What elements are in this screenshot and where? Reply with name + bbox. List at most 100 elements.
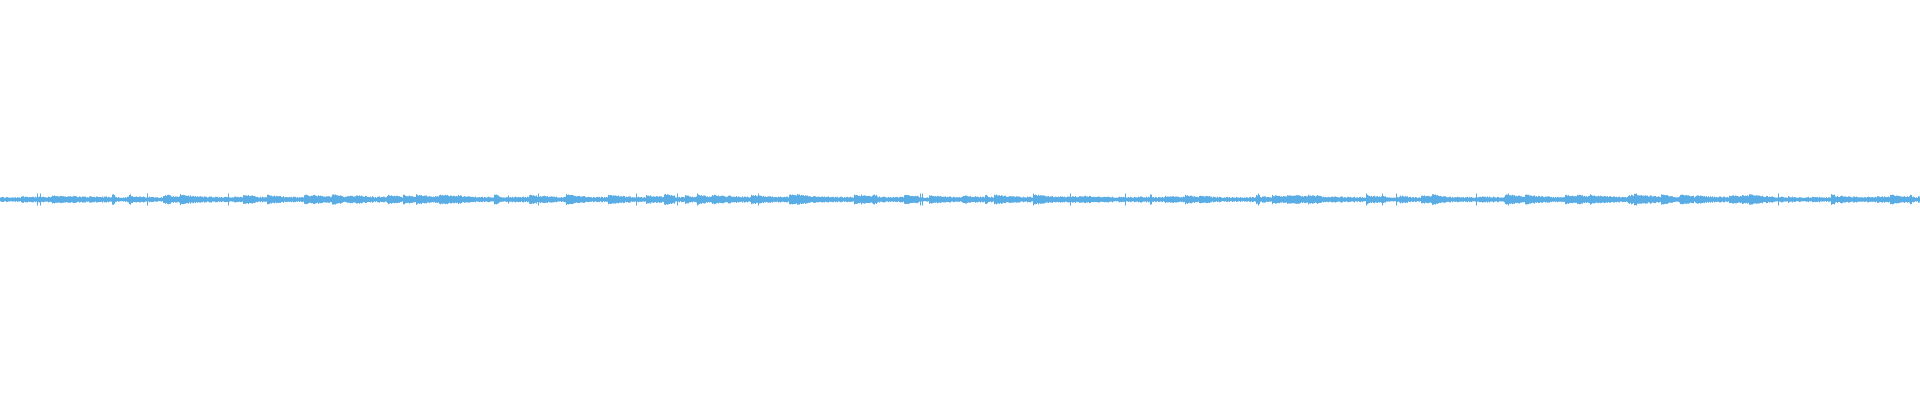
waveform-peak: [1070, 193, 1071, 206]
waveform-peak: [11, 197, 12, 202]
waveform-peak: [878, 197, 879, 202]
waveform-peak: [526, 197, 527, 202]
waveform-peak: [198, 196, 199, 203]
waveform-peak: [804, 196, 805, 203]
waveform-peak: [1467, 196, 1468, 203]
waveform-peak: [1672, 196, 1673, 203]
waveform-peak: [975, 196, 976, 203]
waveform-peak: [1396, 193, 1397, 206]
waveform-peak: [706, 196, 707, 203]
waveform-peak: [19, 197, 20, 202]
waveform-peak: [685, 195, 686, 204]
waveform-peak: [1224, 197, 1225, 202]
waveform-peak: [1120, 197, 1121, 202]
waveform-peak: [1207, 196, 1208, 203]
waveform-peak: [726, 197, 727, 202]
waveform-peak: [51, 196, 52, 203]
waveform-peak: [528, 197, 529, 202]
waveform-peak: [1325, 197, 1326, 203]
waveform-peak: [1429, 196, 1430, 203]
waveform-peak: [114, 195, 115, 204]
waveform-peak: [959, 197, 960, 202]
waveform-peak: [306, 194, 307, 205]
waveform-peak: [192, 196, 193, 203]
waveform-peak: [1110, 197, 1111, 202]
waveform-peak: [1466, 197, 1467, 202]
waveform-peak: [1541, 196, 1542, 203]
waveform-peak: [21, 196, 22, 203]
waveform-peak: [1763, 196, 1764, 203]
waveform-peak: [79, 196, 80, 203]
waveform-peak: [1052, 196, 1053, 203]
waveform-peak: [1841, 195, 1842, 204]
waveform-peak: [2, 196, 3, 202]
waveform-peak: [64, 196, 65, 203]
waveform-peak: [732, 196, 733, 203]
waveform-peak: [1104, 196, 1105, 203]
waveform-peak: [67, 196, 68, 203]
waveform-peak: [134, 196, 135, 203]
waveform-peak: [983, 196, 984, 203]
waveform-peak: [1710, 196, 1711, 203]
waveform-peaks: [0, 193, 1920, 206]
waveform-peak: [759, 195, 760, 204]
waveform-peak: [220, 197, 221, 202]
waveform-peak: [42, 197, 43, 202]
waveform-peak: [108, 196, 109, 203]
waveform-peak: [1889, 197, 1890, 202]
waveform-peak: [661, 196, 662, 203]
waveform-peak: [1272, 194, 1273, 205]
waveform-peak: [723, 195, 724, 204]
waveform-peak: [431, 196, 432, 203]
waveform-peak: [647, 195, 648, 204]
waveform-peak: [140, 196, 141, 203]
waveform-peak: [1102, 197, 1103, 202]
waveform-peak: [853, 197, 854, 202]
waveform-peak: [1080, 196, 1081, 203]
waveform-peak: [889, 197, 890, 202]
waveform-peak: [1786, 197, 1787, 202]
waveform-peak: [194, 196, 195, 203]
waveform-peak: [1878, 196, 1879, 203]
waveform-peak: [1440, 195, 1441, 204]
waveform-peak: [642, 197, 643, 202]
waveform-peak: [418, 195, 419, 204]
waveform-peak: [1337, 197, 1338, 202]
waveform-peak: [305, 194, 306, 204]
waveform-peak: [515, 196, 516, 203]
waveform-peak: [1381, 196, 1382, 203]
waveform-peak: [53, 196, 54, 203]
waveform-peak: [594, 197, 595, 202]
waveform-peak: [1787, 197, 1788, 202]
waveform-peak: [410, 196, 411, 203]
waveform-peak: [452, 196, 453, 203]
waveform-peak: [1131, 197, 1132, 202]
waveform-peak: [702, 196, 703, 203]
waveform-peak: [1007, 196, 1008, 203]
waveform-peak: [1405, 196, 1406, 203]
waveform-peak: [694, 197, 695, 203]
waveform-peak: [1782, 196, 1783, 203]
waveform-peak: [441, 195, 442, 204]
waveform-peak: [451, 195, 452, 204]
waveform-peak: [392, 196, 393, 204]
waveform-peak: [1073, 196, 1074, 203]
waveform-peak: [1820, 197, 1821, 202]
waveform-peak: [1571, 196, 1572, 203]
waveform-peak: [1320, 195, 1321, 203]
waveform-peak: [1643, 195, 1644, 204]
waveform-peak: [496, 194, 497, 205]
waveform-peak: [1351, 197, 1352, 202]
waveform-peak: [1045, 196, 1046, 203]
waveform-peak: [1736, 195, 1737, 204]
waveform-peak: [480, 197, 481, 202]
waveform-peak: [1870, 197, 1871, 202]
waveform-peak: [1056, 196, 1057, 203]
waveform-peak: [1318, 195, 1319, 204]
waveform-peak: [870, 196, 871, 203]
waveform-peak: [497, 195, 498, 204]
waveform-peak: [852, 197, 853, 202]
waveform-peak: [231, 197, 232, 202]
waveform-peak: [847, 196, 848, 203]
